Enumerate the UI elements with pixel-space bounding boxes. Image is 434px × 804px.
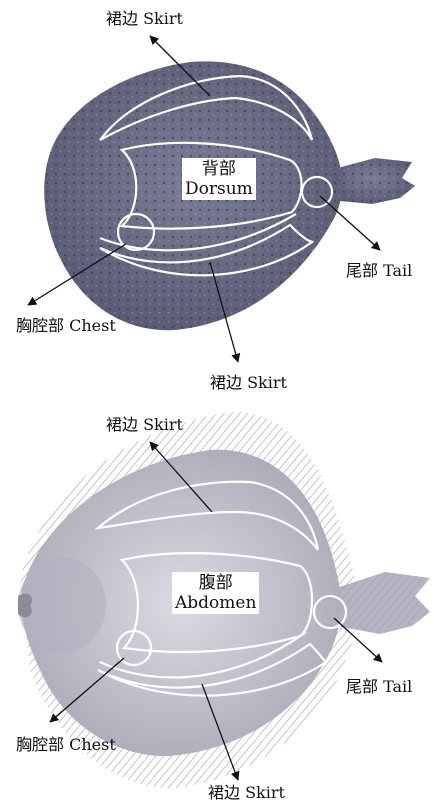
ventral-skirt-bottom-label: 裙边 Skirt <box>208 784 285 802</box>
dorsal-view-panel: 裙边 Skirt 背部 Dorsum 尾部 Tail 胸腔部 Chest 裙边 … <box>0 0 434 400</box>
dorsal-center-label-cn: 背部 <box>185 159 253 179</box>
dorsal-tail-label: 尾部 Tail <box>346 262 412 280</box>
dorsal-skirt-bottom-label: 裙边 Skirt <box>210 374 287 392</box>
dorsal-chest-label: 胸腔部 Chest <box>16 317 116 335</box>
dorsal-center-label-en: Dorsum <box>185 179 253 199</box>
ventral-mouth <box>18 594 32 618</box>
ventral-head <box>18 557 106 653</box>
ventral-center-label-en: Abdomen <box>175 593 256 613</box>
ventral-center-label-cn: 腹部 <box>175 573 256 593</box>
ventral-view-panel: 裙边 Skirt 腹部 Abdomen 尾部 Tail 胸腔部 Chest 裙边… <box>0 400 434 804</box>
ventral-chest-label: 胸腔部 Chest <box>16 736 116 754</box>
ventral-center-label: 腹部 Abdomen <box>172 572 259 614</box>
ventral-tail-label: 尾部 Tail <box>346 678 412 696</box>
dorsal-fish-diagram <box>0 0 434 400</box>
dorsal-skirt-top-label: 裙边 Skirt <box>106 10 183 28</box>
ventral-skirt-top-label: 裙边 Skirt <box>106 416 183 434</box>
dorsal-center-label: 背部 Dorsum <box>182 158 256 200</box>
